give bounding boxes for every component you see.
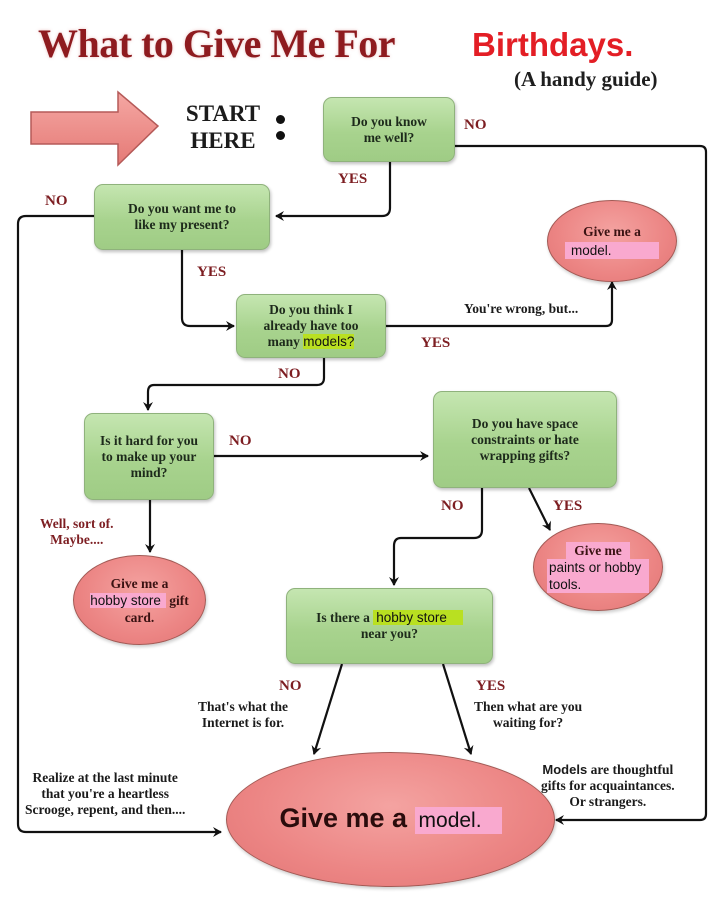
note-well-sort-of: Well, sort of. Maybe....	[40, 516, 114, 548]
note-line: that you're a heartless	[41, 786, 169, 801]
page-title-accent: Birthdays.	[472, 26, 634, 63]
label-know-no: NO	[464, 117, 487, 133]
note-line-rest: are thoughtful	[587, 762, 674, 777]
note-line: Realize at the last minute	[32, 770, 178, 785]
note-internet: That's what the Internet is for.	[198, 699, 288, 731]
models-word: Models	[542, 762, 588, 777]
highlight-hobby-store: hobby store	[90, 592, 166, 608]
outcome-text-after: gift	[165, 592, 189, 608]
edge-too-many-no	[143, 358, 326, 411]
decision-text: Is it hard for you to make up your mind?	[99, 432, 198, 480]
decision-text: Do you want me to like my present?	[128, 201, 236, 232]
edge-know-yes	[275, 162, 392, 221]
outcome-model-small[interactable]: Give me a model.	[547, 200, 677, 282]
outcome-paints-tools[interactable]: Give me paints or hobby tools.	[533, 523, 663, 611]
note-line: gifts for acquaintances.	[541, 778, 675, 793]
label-too-many-yes: YES	[421, 335, 451, 351]
start-here-label: START HERE	[182, 100, 264, 154]
highlight-paints: paints or hobby	[547, 558, 649, 576]
highlight-tools: tools.	[547, 575, 649, 593]
note-line: Models are thoughtful	[541, 762, 675, 778]
edge-hobby-no	[311, 663, 344, 755]
label-space-yes: YES	[553, 498, 583, 514]
decision-too-many-models[interactable]: Do you think I already have too many mod…	[236, 294, 386, 358]
label-like-yes: YES	[197, 264, 227, 280]
decision-text: Do you have space constraints or hate wr…	[471, 415, 579, 463]
outcome-final-model[interactable]: Give me a model.	[226, 752, 555, 887]
outcome-text: Give me a	[110, 575, 169, 591]
page-title: What to Give Me For	[38, 21, 396, 66]
outcome-text: Give me a	[583, 224, 641, 239]
start-line-1: START	[185, 101, 261, 126]
edge-like-yes	[180, 250, 235, 331]
page-subtitle: (A handy guide)	[514, 67, 658, 91]
label-hobby-yes: YES	[476, 678, 506, 694]
label-hobby-no: NO	[279, 678, 302, 694]
note-line: Scrooge, repent, and then....	[25, 802, 186, 817]
edge-space-yes	[528, 487, 551, 531]
highlight-model: model.	[565, 242, 659, 259]
note-line: That's what the	[198, 699, 289, 714]
decision-text: Do you think I already have too many mod…	[251, 302, 371, 350]
note-line: Well, sort of.	[40, 516, 114, 531]
edge-space-no	[389, 488, 484, 586]
colon-dot-top	[276, 115, 285, 124]
final-text-main: Give me a	[279, 803, 408, 833]
label-hard-no: NO	[229, 433, 252, 449]
edge-know-no	[455, 144, 708, 825]
note-models-thoughtful: Models are thoughtful gifts for acquaint…	[541, 762, 675, 810]
decision-text-prefix: Is there a	[316, 610, 370, 625]
highlight-models: models?	[303, 334, 355, 349]
decision-text-prefix: Do you think I already have too many	[263, 302, 359, 349]
note-waiting: Then what are you waiting for?	[474, 699, 582, 731]
outcome-text: Give me	[566, 541, 630, 559]
note-line: Internet is for.	[201, 715, 285, 730]
label-know-yes: YES	[338, 171, 368, 187]
edge-too-many-yes	[386, 281, 617, 328]
decision-space-constraints[interactable]: Do you have space constraints or hate wr…	[433, 391, 617, 488]
note-line: waiting for?	[493, 715, 564, 730]
start-line-2: HERE	[190, 128, 256, 153]
outcome-gift-card[interactable]: Give me a hobby store gift card.	[73, 555, 206, 645]
outcome-text-line3: card.	[124, 609, 155, 625]
decision-know-me-well[interactable]: Do you know me well?	[323, 97, 455, 162]
note-line: Maybe....	[50, 532, 104, 547]
decision-like-present[interactable]: Do you want me to like my present?	[94, 184, 270, 250]
decision-text: Do you know me well?	[351, 113, 427, 145]
note-realize: Realize at the last minute that you're a…	[25, 770, 185, 818]
label-too-many-no: NO	[278, 366, 301, 382]
edge-like-no	[16, 214, 222, 837]
outcome-text-line2: hobby store gift	[90, 592, 189, 609]
decision-text-suffix: near you?	[360, 626, 419, 641]
label-space-no: NO	[441, 498, 464, 514]
final-text: Give me a model.	[279, 802, 502, 837]
note-line: Then what are you	[474, 699, 583, 714]
colon-dot-bottom	[276, 131, 285, 140]
decision-hard-to-decide[interactable]: Is it hard for you to make up your mind?	[84, 413, 214, 500]
note-youre-wrong: You're wrong, but...	[464, 301, 579, 316]
edge-hobby-yes	[441, 663, 474, 755]
start-arrow-icon	[30, 90, 160, 167]
highlight-final-model: model.	[414, 807, 502, 834]
note-line: Or strangers.	[569, 794, 647, 809]
highlight-hobby-store: hobby store	[373, 610, 463, 625]
label-like-no: NO	[45, 193, 68, 209]
